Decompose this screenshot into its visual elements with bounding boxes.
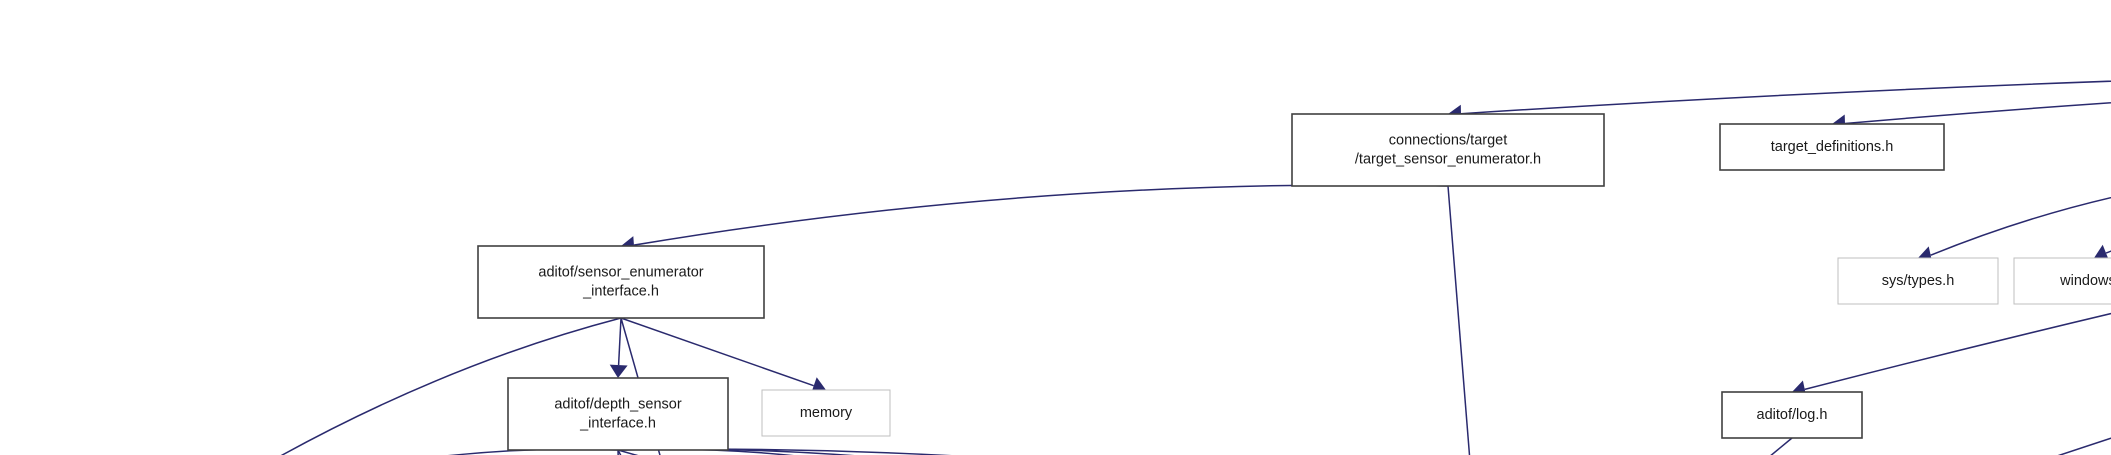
node-box[interactable] — [2013, 257, 2111, 305]
graph-node-dsih[interactable]: aditof/depth_sensor _interface.h — [507, 377, 729, 451]
node-box[interactable] — [761, 389, 891, 437]
graph-edge-arrowhead — [2094, 244, 2110, 262]
node-label: memory — [800, 405, 853, 421]
node-label: _interface.h — [579, 415, 656, 431]
node-box[interactable] — [507, 377, 729, 451]
graph-edge — [1460, 80, 2111, 115]
graph-edge — [620, 317, 814, 387]
node-label: connections/target — [1389, 132, 1508, 148]
graph-node-tse[interactable]: connections/target/target_sensor_enumera… — [1291, 113, 1605, 187]
node-label: windows.h — [2059, 273, 2111, 289]
graph-edge — [633, 184, 1449, 246]
node-label: aditof/log.h — [1757, 407, 1828, 423]
graph-edge — [1447, 185, 1471, 455]
graph-node-systypes[interactable]: sys/types.h — [1837, 257, 1999, 305]
graph-edge — [1804, 312, 2111, 391]
graph-node-windows[interactable]: windows.h — [2013, 257, 2111, 305]
graph-node-targetdefs[interactable]: target_definitions.h — [1719, 123, 1945, 171]
node-layer: sensor_enumerator_nvidia.cppconnections/… — [477, 113, 2111, 451]
graph-node-log[interactable]: aditof/log.h — [1721, 391, 1863, 439]
node-label: aditof/depth_sensor — [554, 396, 682, 412]
node-box[interactable] — [1721, 391, 1863, 439]
graph-node-memory[interactable]: memory — [761, 389, 891, 437]
graph-edge — [617, 448, 952, 455]
node-label: /target_sensor_enumerator.h — [1355, 151, 1541, 167]
graph-edge-arrowhead — [609, 364, 628, 378]
node-label: _interface.h — [582, 283, 659, 299]
node-box[interactable] — [477, 245, 765, 319]
graph-edge — [1930, 196, 2111, 256]
node-label: target_definitions.h — [1771, 139, 1894, 155]
node-box[interactable] — [1291, 113, 1605, 187]
node-box[interactable] — [1837, 257, 1999, 305]
graph-edge — [617, 317, 622, 366]
graph-node-seih[interactable]: aditof/sensor_enumerator _interface.h — [477, 245, 765, 319]
graph-edge — [280, 317, 622, 455]
graph-edge — [1770, 437, 1793, 455]
graph-edge — [2105, 250, 2111, 254]
graph-edge — [620, 317, 661, 455]
graph-edge — [617, 449, 619, 455]
node-label: sys/types.h — [1882, 273, 1955, 289]
node-label: aditof/sensor_enumerator — [538, 264, 703, 280]
node-box[interactable] — [1719, 123, 1945, 171]
graph-edge — [1844, 102, 2111, 125]
